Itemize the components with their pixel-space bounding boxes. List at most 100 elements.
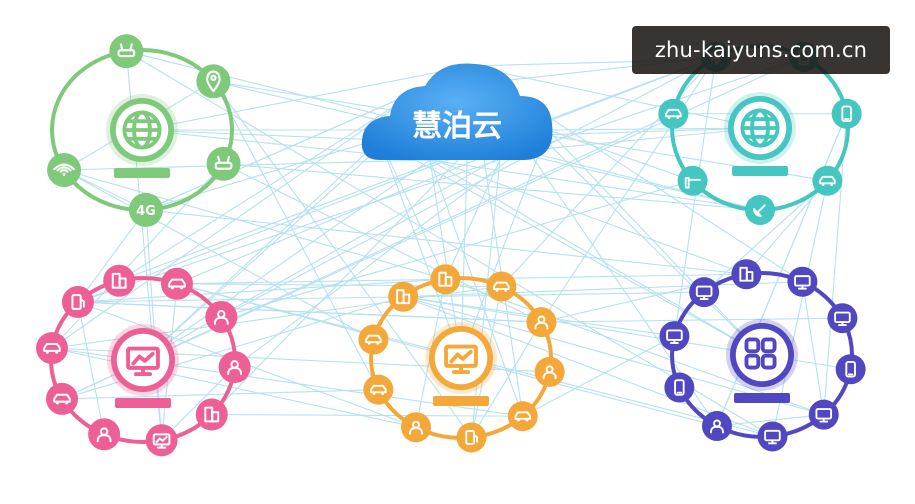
cluster-node	[534, 356, 565, 387]
hub-label-bar	[115, 398, 171, 408]
cluster-hub	[724, 92, 796, 164]
monitor-chart-icon	[152, 433, 171, 449]
hub-label-bar	[732, 166, 788, 176]
cluster-node	[46, 382, 79, 415]
cluster-node	[47, 153, 82, 187]
pos-terminal-icon	[841, 105, 852, 123]
monitor-icon	[834, 311, 851, 327]
cluster-services	[358, 264, 565, 453]
cluster-node	[206, 146, 241, 181]
cluster-node	[160, 267, 193, 300]
id-card-icon	[493, 281, 510, 292]
cluster-node	[486, 271, 517, 302]
car-side-icon	[365, 334, 382, 345]
cluster-node	[61, 286, 94, 319]
cluster-iot	[658, 41, 862, 225]
user-check-icon	[710, 419, 724, 434]
cluster-node	[401, 412, 431, 443]
cluster-node	[664, 372, 695, 403]
cluster-node	[677, 165, 708, 196]
cluster-node	[196, 64, 231, 99]
cluster-node	[831, 98, 862, 129]
barrier-gate-icon	[684, 177, 701, 189]
car-icon	[665, 108, 682, 120]
hub-label-bar	[433, 396, 489, 406]
gateway-device-icon	[214, 155, 233, 170]
map-pin-icon	[206, 70, 221, 93]
monitor-user-icon	[815, 408, 833, 423]
cluster-node	[363, 374, 394, 405]
user-edit-icon	[534, 315, 549, 330]
cluster-node	[757, 421, 788, 452]
monitor-edit-icon	[695, 285, 713, 301]
watermark: zhu-kaiyuns.com.cn	[632, 26, 890, 74]
police-icon	[409, 420, 423, 435]
cluster-node	[456, 422, 487, 453]
cluster-node	[731, 259, 762, 290]
cluster-network: 4G	[47, 34, 241, 227]
person-icon	[96, 427, 112, 443]
cluster-node	[218, 351, 251, 384]
cloud: 慧泊云	[361, 63, 553, 160]
cluster-node: 4G	[128, 192, 163, 227]
id-card-icon	[168, 278, 186, 290]
cluster-node	[658, 98, 689, 129]
cluster-node	[689, 277, 720, 308]
clusters: 4G	[35, 34, 866, 457]
group-icon	[227, 360, 243, 376]
cluster-node	[195, 398, 228, 431]
cluster-hub	[726, 319, 798, 391]
cluster-node	[827, 303, 858, 334]
cluster-operations	[35, 264, 251, 457]
cluster-hub	[107, 324, 179, 396]
cluster-node	[358, 324, 389, 355]
cluster-hub	[425, 322, 497, 394]
screen-card-icon	[666, 329, 683, 344]
cloud-label: 慧泊云	[412, 109, 502, 144]
building-icon	[739, 266, 754, 282]
car-icon	[370, 384, 387, 395]
cluster-node	[526, 307, 557, 338]
phone-icon	[674, 379, 685, 396]
user-check-icon	[542, 365, 557, 380]
car-monitor-icon	[764, 429, 781, 445]
gas-pump-icon	[71, 294, 85, 310]
phone-icon	[845, 360, 856, 378]
satellite-dish-icon	[753, 204, 766, 217]
hub-label-bar	[114, 168, 170, 178]
cluster-node	[835, 354, 866, 385]
cluster-node	[205, 300, 238, 333]
cluster-node	[88, 418, 121, 451]
globe-icon	[122, 110, 162, 150]
cluster-node	[702, 411, 732, 442]
node-label: 4G	[136, 204, 156, 219]
taxi-icon	[514, 411, 532, 422]
taxi-icon	[43, 342, 61, 354]
hub-label-bar	[734, 393, 790, 403]
building-icon	[111, 272, 127, 289]
gas-pump-icon	[465, 430, 479, 445]
cluster-node	[745, 195, 775, 225]
building-icon	[438, 271, 453, 287]
router-icon	[117, 43, 136, 58]
cluster-node	[109, 34, 144, 69]
id-card-icon	[819, 175, 836, 186]
cluster-hub	[106, 94, 178, 166]
cluster-node	[388, 281, 419, 312]
users-icon	[213, 309, 229, 325]
apps-grid-icon	[744, 337, 777, 370]
cloud-shape	[361, 63, 553, 160]
cluster-node	[659, 321, 690, 352]
dashboard-monitor-icon	[444, 344, 478, 375]
cluster-node	[103, 264, 136, 297]
analytics-board-icon	[126, 346, 160, 377]
cluster-node	[35, 332, 68, 365]
cluster-node	[812, 165, 843, 196]
cluster-node	[787, 266, 818, 297]
cluster-platforms	[659, 259, 866, 452]
cluster-node	[808, 399, 839, 430]
parking-lot-icon	[396, 289, 411, 305]
cars-icon	[53, 393, 71, 405]
